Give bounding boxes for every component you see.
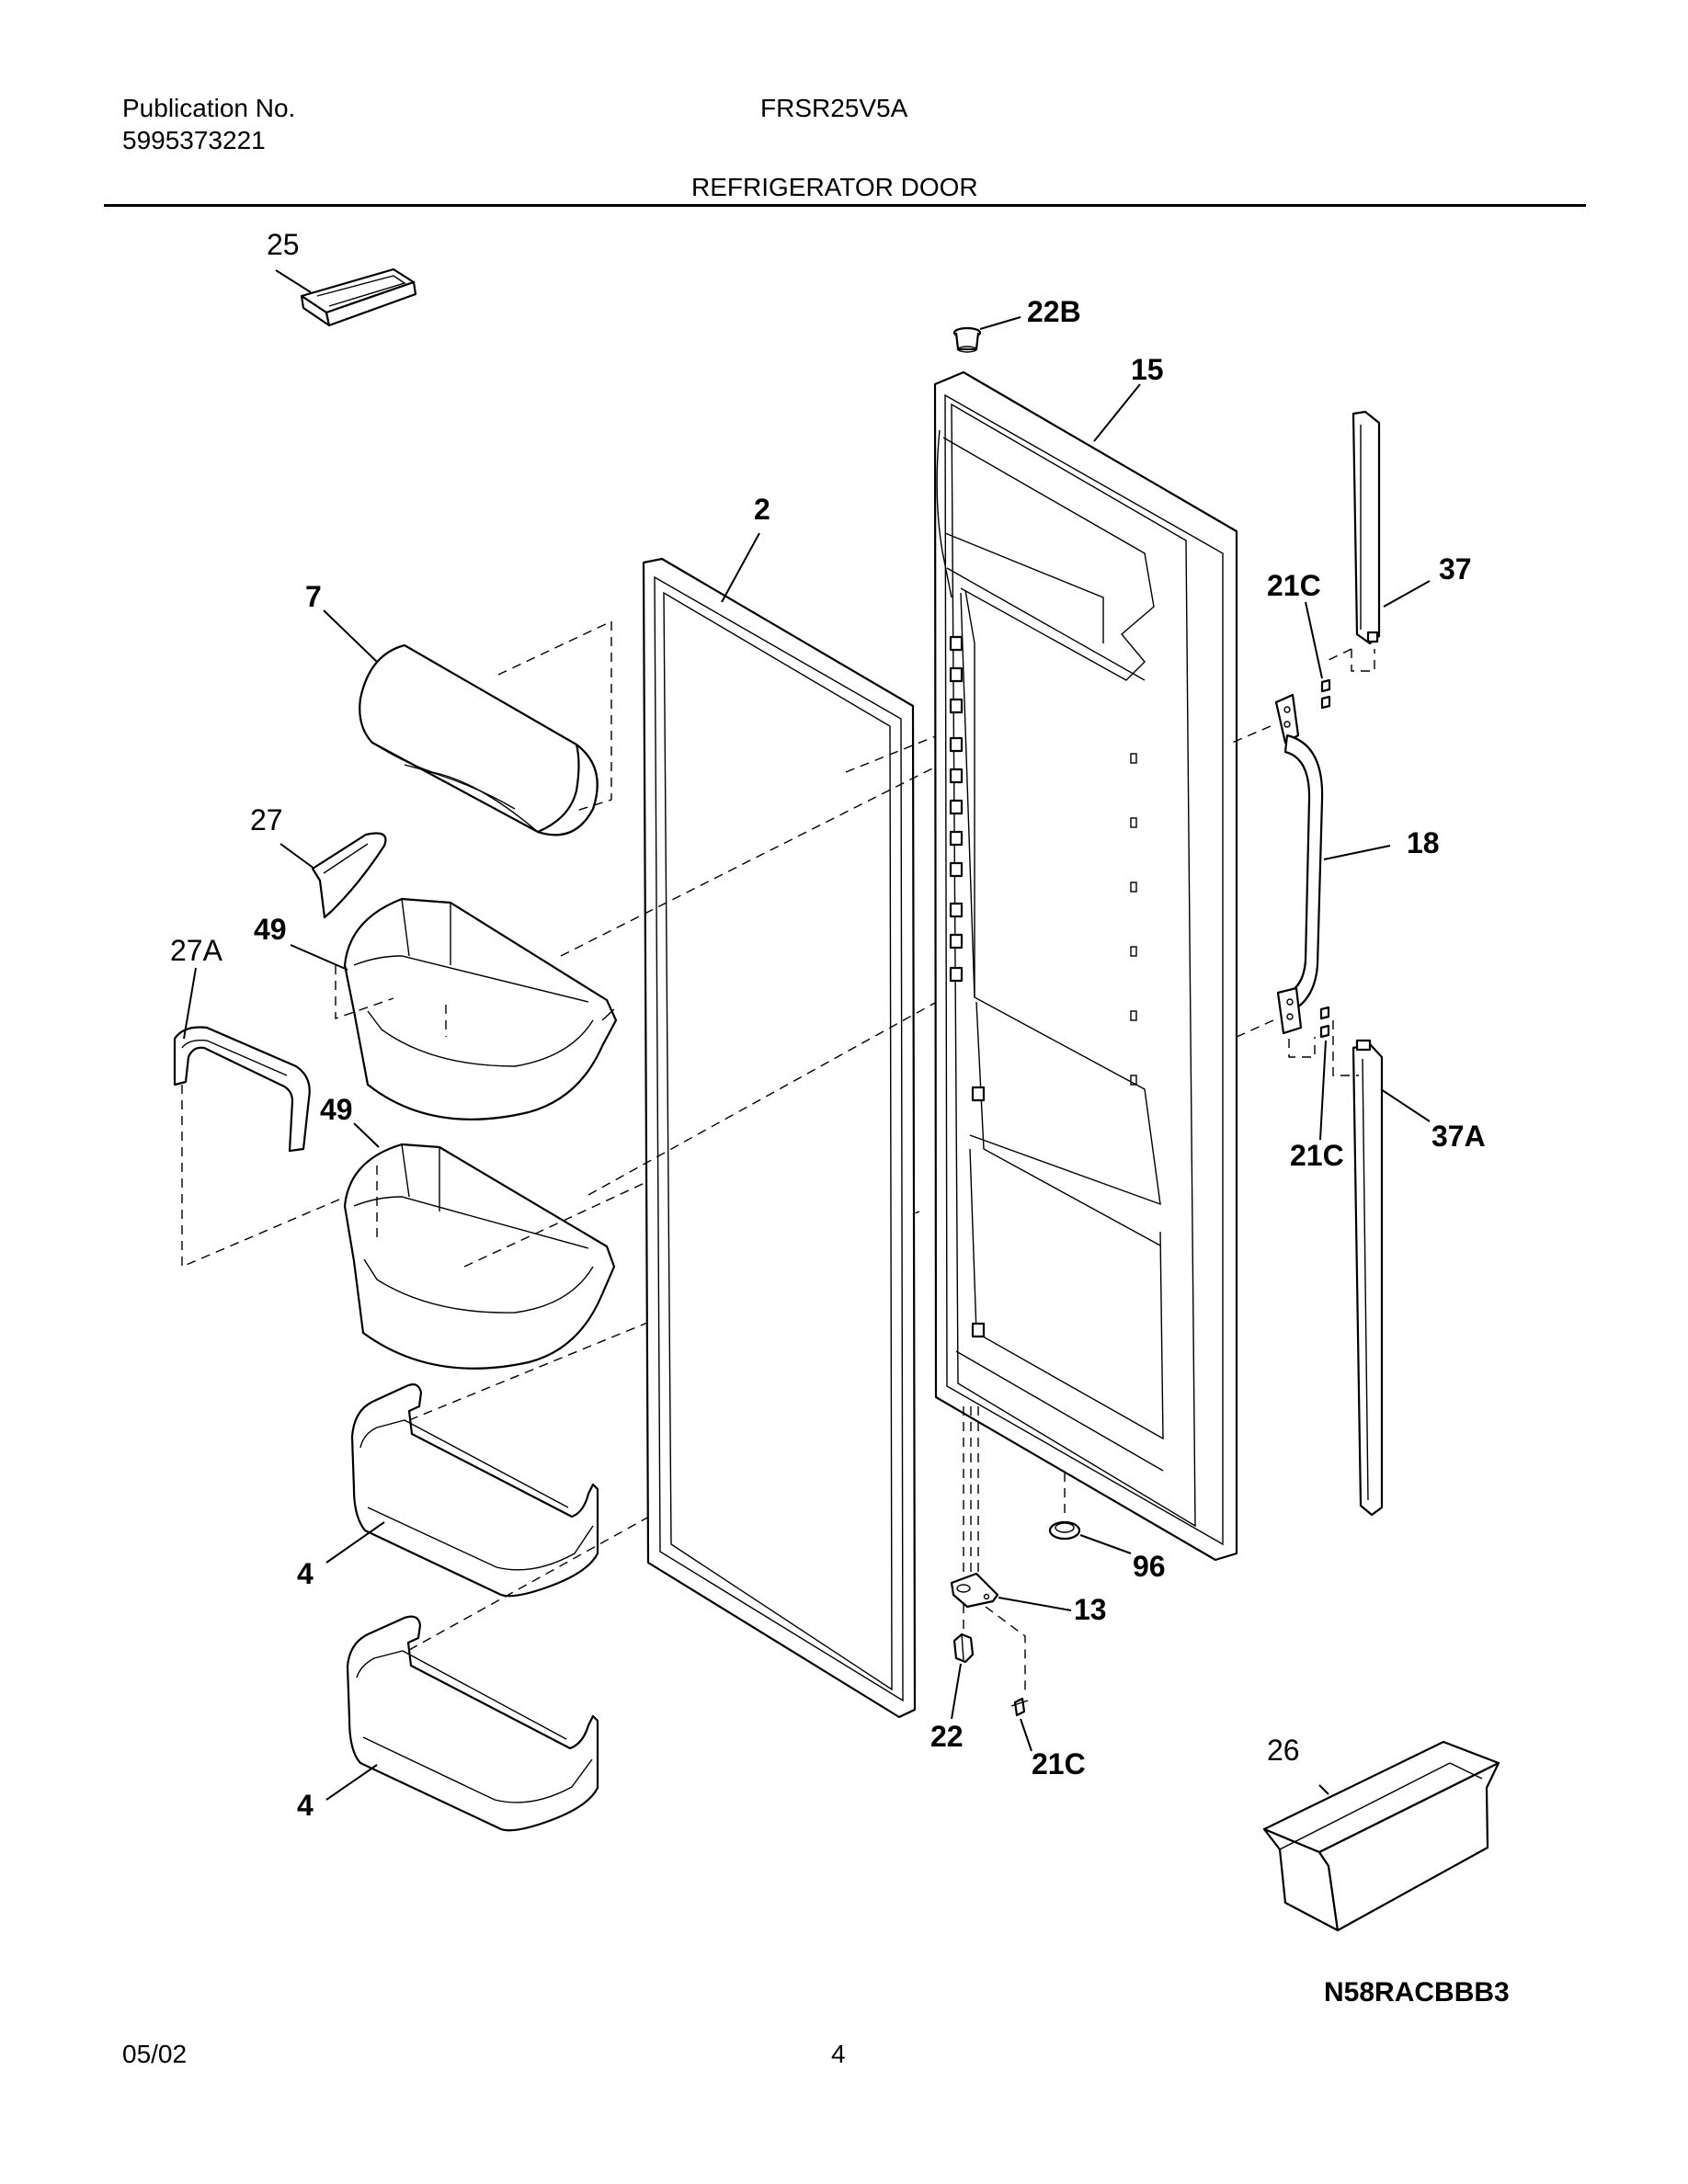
callout-26: 26: [1267, 1734, 1300, 1767]
dash-7: [497, 620, 612, 812]
callout-22: 22: [930, 1720, 964, 1753]
callout-13: 13: [1074, 1593, 1107, 1626]
leader-21C-mid: [1319, 1040, 1327, 1141]
leader-37A: [1380, 1088, 1431, 1122]
leader-22: [951, 1663, 962, 1720]
leader-2: [721, 532, 760, 603]
callout-27A: 27A: [170, 934, 223, 967]
leader-37: [1383, 580, 1431, 608]
section-title: REFRIGERATOR DOOR: [691, 173, 978, 201]
callout-37A: 37A: [1431, 1120, 1486, 1153]
leader-7: [323, 609, 378, 663]
callout-2: 2: [754, 493, 770, 526]
publication-number: 5995373221: [122, 126, 266, 154]
part-4-bottom-bin: [346, 1615, 599, 1832]
callout-21C-top: 21C: [1267, 569, 1321, 602]
dash-18-top: [1231, 725, 1272, 744]
dash-37A: [1332, 1020, 1359, 1076]
part-25-small-tray: [300, 267, 417, 327]
diagram-code: N58RACBBB3: [1324, 1977, 1510, 2008]
callout-4-top: 4: [297, 1557, 314, 1590]
dash-18-bot-b: [1288, 1037, 1316, 1058]
callout-22B: 22B: [1027, 295, 1081, 328]
part-21C-mid-screws: [1319, 1006, 1330, 1039]
part-26-storage-bin: [1262, 1740, 1500, 1932]
door-shelf-nubs: [949, 635, 1137, 1338]
part-27-divider: [311, 832, 387, 919]
leader-21C-top: [1305, 601, 1323, 679]
callout-25: 25: [267, 228, 300, 261]
leader-4-top: [325, 1521, 385, 1564]
callout-49-top: 49: [254, 913, 287, 946]
callout-37: 37: [1439, 552, 1472, 586]
part-21C-top-screws: [1320, 678, 1331, 710]
callout-7: 7: [305, 580, 322, 613]
footer-date: 05/02: [122, 2040, 188, 2068]
model-number: FRSR25V5A: [760, 94, 908, 122]
part-96-plug: [1048, 1520, 1081, 1541]
leader-26: [1318, 1784, 1329, 1795]
dash-37: [1351, 649, 1375, 672]
callout-21C-bottom: 21C: [1032, 1747, 1086, 1780]
part-2-door-gasket: [642, 557, 917, 1719]
part-37-top-trim: [1352, 410, 1381, 645]
dash-4-bottom: [408, 1488, 700, 1651]
dash-49-top: [335, 965, 394, 1019]
leader-22B: [979, 316, 1021, 330]
leader-27A: [183, 967, 197, 1040]
leader-96: [1079, 1534, 1132, 1554]
leader-49-bottom: [353, 1122, 380, 1148]
part-4-top-bin: [350, 1383, 599, 1598]
leader-13: [998, 1597, 1072, 1611]
part-18-door-handle: [1274, 693, 1324, 1035]
callout-49-bottom: 49: [320, 1093, 353, 1126]
part-49-bottom-bin: [343, 1143, 616, 1370]
dash-13-d: [985, 1606, 1026, 1691]
callout-4-bottom: 4: [297, 1789, 314, 1822]
publication-label: Publication No.: [122, 94, 296, 122]
page-number: 4: [831, 2040, 846, 2068]
part-21C-bottom-screw: [1010, 1697, 1029, 1717]
part-37A-bottom-trim: [1352, 1039, 1384, 1517]
part-15-door-liner: [933, 370, 1238, 1562]
callout-96: 96: [1133, 1550, 1166, 1583]
leader-27: [279, 843, 315, 870]
leader-18: [1323, 845, 1391, 860]
callout-15: 15: [1131, 353, 1164, 386]
header-divider: [104, 204, 1586, 207]
callout-21C-mid: 21C: [1290, 1139, 1344, 1172]
part-13-hinge-bracket: [950, 1572, 999, 1609]
leader-15: [1093, 383, 1141, 442]
part-7-dairy-cover: [359, 643, 599, 836]
dash-18-bot: [1236, 1019, 1274, 1038]
part-22-hinge-pin: [952, 1632, 975, 1664]
dash-37b: [1328, 648, 1352, 661]
leader-4-bottom: [325, 1764, 378, 1801]
leader-25: [275, 269, 312, 293]
part-27A-handle: [173, 1026, 311, 1153]
leader-21C-bottom: [1020, 1718, 1032, 1752]
callout-27: 27: [250, 803, 283, 836]
part-22B-plug: [952, 326, 982, 353]
callout-18: 18: [1407, 826, 1440, 859]
leader-49-top: [290, 944, 348, 971]
part-49-top-bin: [343, 897, 618, 1120]
